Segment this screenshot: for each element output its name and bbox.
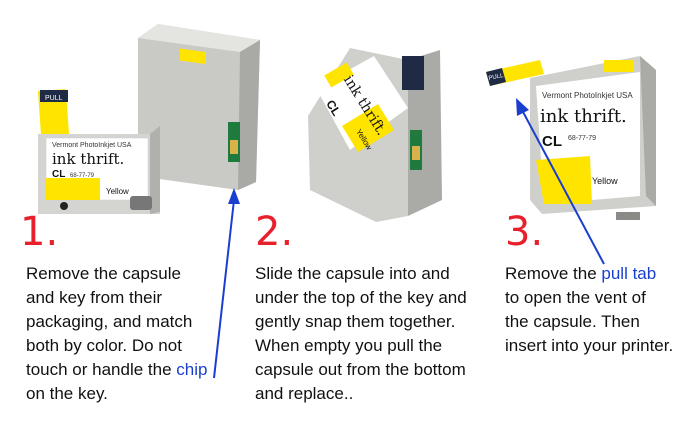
key-part	[138, 24, 260, 190]
step-3-text: Remove the pull tab to open the vent of …	[505, 262, 695, 358]
pull-tab-3: PULL	[486, 60, 544, 86]
pull-tab-text: PULL	[45, 95, 63, 102]
step-1-line: Remove the capsule	[26, 264, 181, 283]
step-1-line-pre: touch or handle the	[26, 360, 177, 379]
step-2-number: 2.	[255, 209, 294, 255]
step-1-text: Remove the capsule and key from their pa…	[26, 262, 236, 406]
tab-capsule-brand-top: Vermont PhotoInkjet USA	[542, 91, 633, 100]
step-1-line: packaging, and match	[26, 312, 193, 331]
step-3-line-pre: Remove the	[505, 264, 602, 283]
step1-photo: PULL Vermont PhotoInkjet USA ink thrift.…	[37, 24, 260, 214]
step-2-line: under the top of the key and	[255, 288, 467, 307]
tab-capsule-color: Yellow	[592, 176, 618, 186]
assembled-cartridge: ink thrift. CL Yellow	[308, 48, 442, 222]
pull-tab-highlight: pull tab	[601, 264, 657, 283]
step3-photo: Vermont PhotoInkjet USA ink thrift. CL 6…	[486, 56, 656, 220]
step-3-line: to open the vent of	[505, 288, 646, 307]
capsule-model: 68-77-79	[70, 173, 95, 179]
step2-photo: ink thrift. CL Yellow	[308, 48, 442, 222]
step-2-line: and replace..	[255, 384, 354, 403]
step-2-text: Slide the capsule into and under the top…	[255, 262, 485, 406]
step-2-line: Slide the capsule into and	[255, 264, 450, 283]
capsule-code: CL	[52, 169, 65, 180]
capsule-part: Vermont PhotoInkjet USA ink thrift. CL 6…	[38, 126, 160, 214]
capsule-brand-top: Vermont PhotoInkjet USA	[52, 142, 132, 149]
capsule-brand: ink thrift.	[52, 150, 124, 168]
step-3-line: insert into your printer.	[505, 336, 674, 355]
tab-capsule-brand: ink thrift.	[540, 106, 627, 127]
step-3-line: Remove the pull tab	[505, 262, 695, 286]
pull-tab-3-text: PULL	[488, 73, 505, 82]
step-1-line: and key from their	[26, 288, 163, 307]
capsule-with-tab: Vermont PhotoInkjet USA ink thrift. CL 6…	[530, 56, 656, 220]
step-2-line: gently snap them together.	[255, 312, 456, 331]
tab-capsule-code: CL	[542, 133, 562, 150]
step-2-line: When empty you pull the	[255, 336, 443, 355]
step-1-line: touch or handle the chip	[26, 358, 236, 382]
chip-highlight: chip	[176, 360, 208, 379]
capsule-color: Yellow	[106, 187, 129, 196]
step-1-line: on the key.	[26, 384, 108, 403]
tab-capsule-model: 68-77-79	[568, 135, 596, 142]
step-3-line: the capsule. Then	[505, 312, 640, 331]
step-1-line: both by color. Do not	[26, 336, 182, 355]
step-3-number: 3.	[505, 209, 544, 255]
step-1-number: 1.	[20, 209, 59, 255]
step-2-line: capsule out from the bottom	[255, 360, 466, 379]
